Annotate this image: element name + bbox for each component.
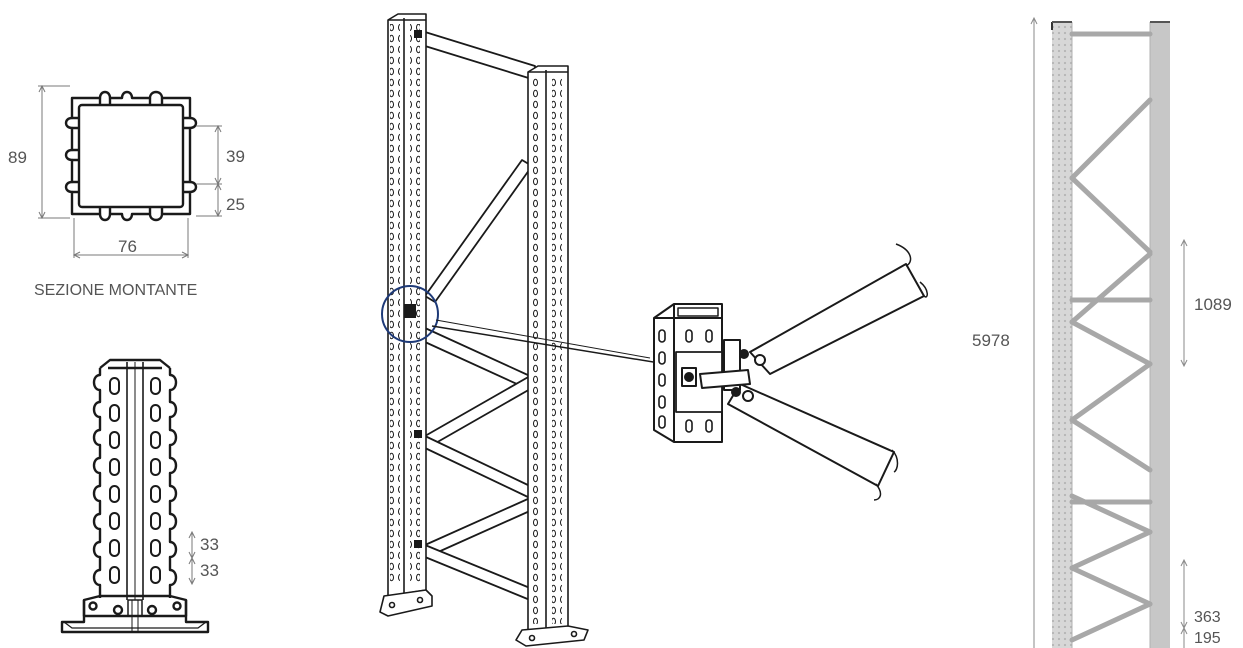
dim-brace-module: 1089 (1194, 295, 1232, 314)
dim-bottom-a: 363 (1194, 609, 1221, 626)
dim-slot-offset: 25 (226, 195, 245, 214)
detail-circle (381, 285, 439, 343)
dim-section-height: 89 (8, 148, 27, 167)
isometric-frame (379, 13, 691, 647)
connection-detail (653, 243, 928, 501)
elevation-right-post (1150, 22, 1170, 648)
elevation-bracing (1069, 31, 1153, 643)
dim-pitch-a: 33 (200, 535, 219, 554)
upright-base-detail (60, 358, 210, 634)
section-caption: SEZIONE MONTANTE (34, 282, 197, 299)
dim-bottom-b: 195 (1194, 630, 1221, 647)
pitch-dimensions: 33 33 (188, 530, 219, 586)
dim-pitch-b: 33 (200, 561, 219, 580)
upright-section: 89 39 25 76 SEZIONE MONTANTE (8, 84, 245, 299)
dim-total-height: 5978 (972, 331, 1010, 350)
dim-section-width: 76 (118, 237, 137, 256)
dim-slot-spacing: 39 (226, 147, 245, 166)
frame-elevation: 5978 1089 363 195 (972, 16, 1232, 648)
elevation-left-post (1052, 22, 1072, 648)
